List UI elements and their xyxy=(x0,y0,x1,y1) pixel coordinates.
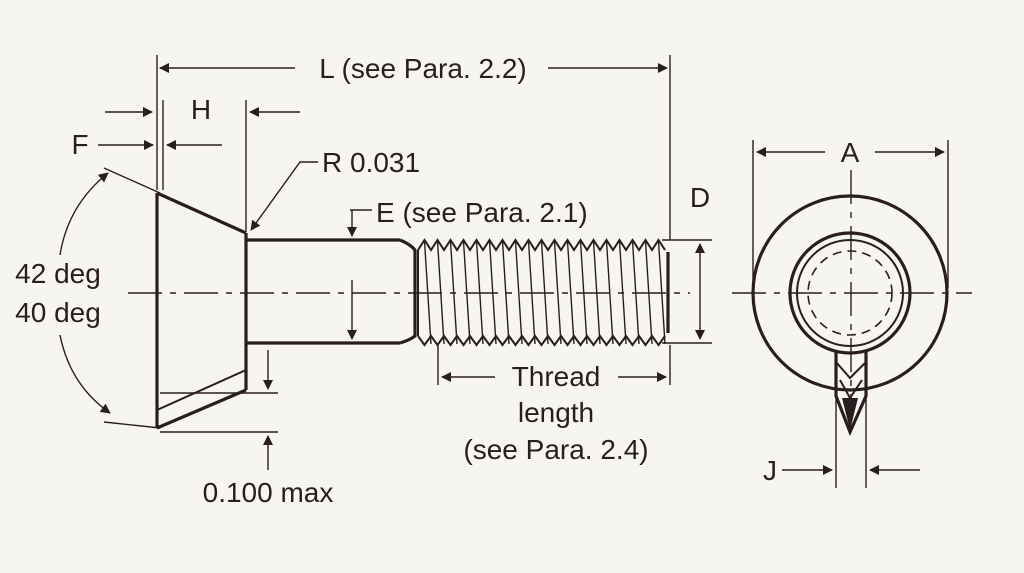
thread-crest-line xyxy=(540,240,549,345)
thread-crest-line xyxy=(618,240,627,345)
thread-crest-line xyxy=(514,240,523,345)
dimension-F: F xyxy=(71,100,222,190)
dimension-E: E (see Para. 2.1) xyxy=(347,197,588,340)
thread-crest-line xyxy=(475,240,484,345)
thread-crest-line xyxy=(579,240,588,345)
label-F: F xyxy=(71,129,88,160)
thread-crest-line xyxy=(553,240,562,345)
dimension-angle: 42 deg 40 deg xyxy=(15,167,161,429)
thread-minor-circle xyxy=(796,239,904,347)
thread-crest-line xyxy=(527,240,536,345)
label-R: R 0.031 xyxy=(322,147,420,178)
thread-crest-line xyxy=(631,240,640,345)
label-angle-upper: 42 deg xyxy=(15,258,101,289)
dimension-J: J xyxy=(763,455,920,486)
label-D: D xyxy=(690,182,710,213)
thread-major-circle xyxy=(788,231,912,355)
dimension-D: D xyxy=(662,182,712,344)
thread-crest-line xyxy=(501,240,510,345)
label-thread-2: length xyxy=(518,397,594,428)
thread-crest-line xyxy=(423,240,432,345)
dimension-R: R 0.031 xyxy=(250,147,420,231)
label-angle-lower: 40 deg xyxy=(15,297,101,328)
thread-crest-line xyxy=(657,240,666,345)
end-view: A J xyxy=(732,137,972,488)
thread-crest-line xyxy=(592,240,601,345)
bolt-head xyxy=(155,191,248,430)
dimension-H: H xyxy=(105,94,300,232)
label-J: J xyxy=(763,455,777,486)
label-E: E (see Para. 2.1) xyxy=(376,197,588,228)
bolt-shank xyxy=(246,238,417,345)
dimension-max: 0.100 max xyxy=(160,350,333,508)
thread-crest-line xyxy=(488,240,497,345)
label-A: A xyxy=(841,137,860,168)
side-view: L (see Para. 2.2) H F R 0.031 E (see Par… xyxy=(15,53,712,508)
dimension-thread-length: Thread length (see Para. 2.4) xyxy=(437,345,671,465)
thread-crest-line xyxy=(566,240,575,345)
dimension-A: A xyxy=(752,137,949,288)
label-thread-1: Thread xyxy=(512,361,601,392)
bolt-thread xyxy=(417,238,670,347)
thread-crest-line xyxy=(644,240,653,345)
label-thread-3: (see Para. 2.4) xyxy=(463,434,648,465)
dimension-L: L (see Para. 2.2) xyxy=(156,53,671,240)
label-H: H xyxy=(191,94,211,125)
hidden-circle xyxy=(807,250,893,336)
thread-crest-line xyxy=(605,240,614,345)
head-outline xyxy=(751,194,949,392)
label-L: L (see Para. 2.2) xyxy=(319,53,527,84)
thread-crest-line xyxy=(449,240,458,345)
thread-crest-line xyxy=(462,240,471,345)
key-slot xyxy=(834,350,868,488)
thread-crest-line xyxy=(436,240,445,345)
label-max: 0.100 max xyxy=(203,477,334,508)
